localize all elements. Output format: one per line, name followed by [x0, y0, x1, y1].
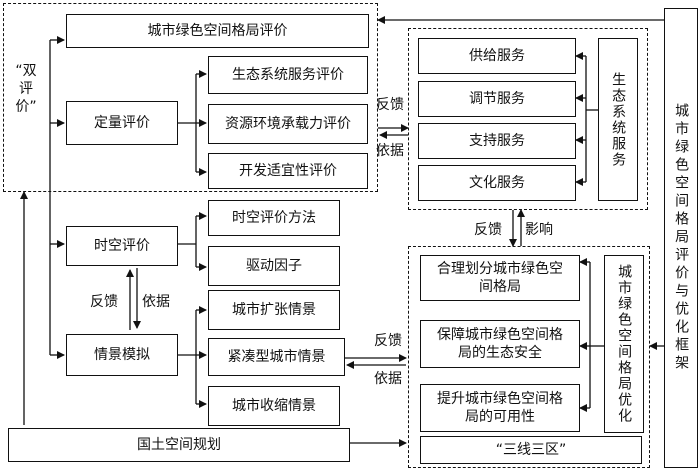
three-lines-box: “三线三区” — [420, 436, 642, 464]
scenario-shrink-box: 城市收缩情景 — [208, 386, 340, 426]
right-frame-box: 城市绿色空间格局评价与优化框架 — [664, 8, 698, 468]
eco-services-group — [408, 28, 648, 210]
scenario-expansion-box: 城市扩张情景 — [208, 290, 340, 330]
urban-green-eval-box: 城市绿色空间格局评价 — [66, 14, 369, 48]
optimization-group — [408, 246, 650, 468]
driving-factor-box: 驱动因子 — [208, 246, 340, 286]
basis-label-bottom: 依据 — [374, 371, 402, 387]
feedback-label-bottom: 反馈 — [374, 333, 402, 349]
supporting-service-box: 支持服务 — [418, 123, 576, 159]
land-planning-box: 国土空间规划 — [8, 428, 350, 462]
optimization-box: 城市绿色空间格局优化 — [604, 255, 644, 433]
cultural-service-box: 文化服务 — [418, 165, 576, 201]
double-eval-label: “双评价” — [15, 63, 37, 115]
st-method-box: 时空评价方法 — [208, 200, 340, 236]
basis-label-top: 依据 — [376, 143, 404, 159]
supply-service-box: 供给服务 — [418, 38, 576, 74]
double-eval-group — [3, 3, 378, 192]
feedback-label-left: 反馈 — [90, 294, 118, 310]
resource-capacity-eval-box: 资源环境承载力评价 — [208, 104, 368, 144]
spatiotemporal-eval-box: 时空评价 — [66, 226, 178, 266]
quant-eval-box: 定量评价 — [66, 101, 178, 145]
eco-services-box: 生态系统服务 — [598, 38, 638, 201]
regulating-service-box: 调节服务 — [418, 81, 576, 117]
scenario-sim-box: 情景模拟 — [66, 334, 178, 376]
eco-service-eval-box: 生态系统服务评价 — [208, 56, 368, 94]
basis-label-left: 依据 — [142, 294, 170, 310]
opt-divide-box: 合理划分城市绿色空间格局 — [420, 255, 580, 301]
feedback-label-top: 反馈 — [376, 97, 404, 113]
feedback-label-right: 反馈 — [474, 222, 502, 238]
dev-suitability-eval-box: 开发适宜性评价 — [208, 153, 368, 189]
opt-safety-box: 保障城市绿色空间格局的生态安全 — [420, 320, 580, 368]
scenario-compact-box: 紧凑型城市情景 — [208, 338, 345, 376]
opt-usability-box: 提升城市绿色空间格局的可用性 — [420, 384, 580, 432]
influence-label: 影响 — [525, 222, 553, 238]
